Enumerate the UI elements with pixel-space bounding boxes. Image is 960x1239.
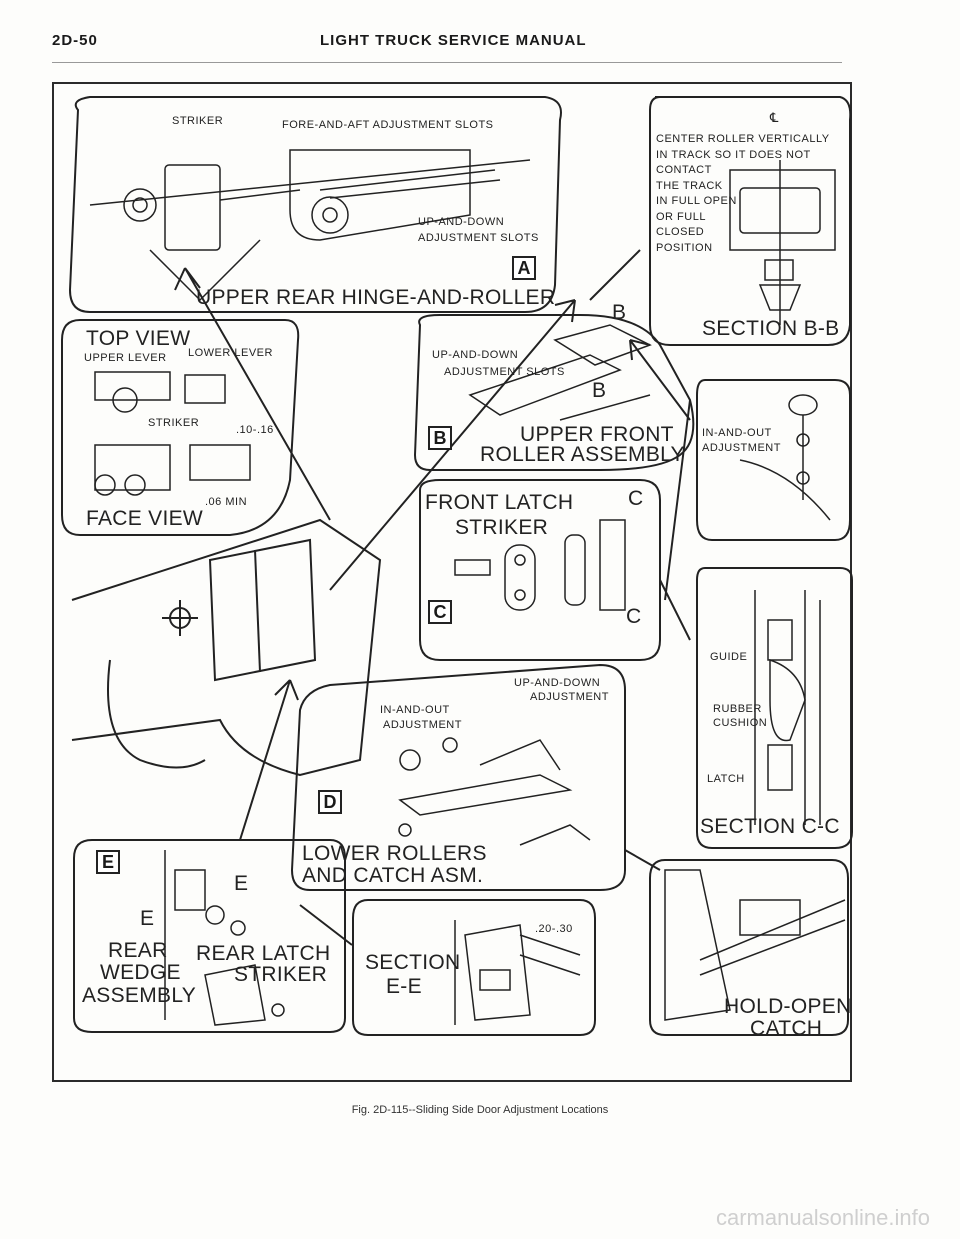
- page-number: 2D-50: [52, 32, 98, 49]
- striker-label-a: STRIKER: [172, 115, 224, 127]
- centerline-symbol: ℄: [770, 110, 779, 125]
- in-out-outline: [696, 379, 851, 541]
- panel-bb-outline: [649, 96, 852, 346]
- panel-badge-e: E: [96, 850, 120, 874]
- panel-c-outline: [419, 479, 661, 661]
- in-out-label-d-1: IN-AND-OUT: [380, 704, 450, 716]
- panel-e-outline: [73, 839, 346, 1033]
- figure-caption: Fig. 2D-115--Sliding Side Door Adjustmen…: [351, 1104, 609, 1116]
- panel-ee-outline: [352, 899, 596, 1036]
- panel-d-title-2: AND CATCH ASM.: [302, 864, 484, 887]
- panel-b-title-2: ROLLER ASSEMBLY: [480, 443, 685, 466]
- in-out-label-upper-2: ADJUSTMENT: [702, 442, 781, 454]
- panel-badge-a: A: [512, 256, 536, 280]
- section-b-mark-top: B: [612, 301, 627, 324]
- assembly-label: ASSEMBLY: [82, 984, 197, 1007]
- section-e-mark-left: E: [140, 907, 155, 930]
- section-ee-title-2: E-E: [386, 975, 422, 998]
- min-dimension: .06 MIN: [205, 496, 248, 508]
- top-view-title: TOP VIEW: [86, 327, 191, 350]
- panel-b-outline: [413, 314, 695, 471]
- section-ee-dimension: .20-.30: [535, 923, 573, 935]
- up-down-label-a-1: UP-AND-DOWN: [418, 216, 505, 228]
- panel-badge-d: D: [318, 790, 342, 814]
- watermark: carmanualsonline.info: [715, 1205, 930, 1230]
- rubber-label: RUBBER: [713, 703, 762, 715]
- in-out-label-d-2: ADJUSTMENT: [383, 719, 462, 731]
- wedge-label: WEDGE: [100, 961, 181, 984]
- in-out-label-upper-1: IN-AND-OUT: [702, 427, 772, 439]
- rear-label: REAR: [108, 939, 168, 962]
- up-down-label-b-2: ADJUSTMENT SLOTS: [444, 366, 565, 378]
- section-bb-note: CENTER ROLLER VERTICALLY IN TRACK SO IT …: [656, 133, 830, 254]
- panel-d-title-1: LOWER ROLLERS: [302, 842, 487, 865]
- lower-lever-label: LOWER LEVER: [188, 347, 273, 359]
- up-down-label-d-1: UP-AND-DOWN: [514, 677, 601, 689]
- manual-title: LIGHT TRUCK SERVICE MANUAL: [320, 32, 587, 49]
- hold-open-label-2: CATCH: [750, 1017, 823, 1040]
- up-down-label-a-2: ADJUSTMENT SLOTS: [418, 232, 539, 244]
- section-ee-title-1: SECTION: [365, 951, 461, 974]
- panel-badge-b: B: [428, 426, 452, 450]
- gap-dimension: .10-.16: [236, 424, 274, 436]
- cushion-label: CUSHION: [713, 717, 768, 729]
- section-c-mark-bottom: C: [626, 605, 642, 628]
- panel-holdopen-outline: [649, 859, 849, 1036]
- section-b-mark-bottom: B: [592, 379, 607, 402]
- panel-cc-outline: [696, 567, 853, 849]
- panel-d-outline: [290, 663, 626, 891]
- section-c-mark-top: C: [628, 487, 644, 510]
- rear-latch-label: REAR LATCH: [196, 942, 331, 965]
- section-cc-title: SECTION C-C: [700, 815, 840, 838]
- striker-label-top: STRIKER: [148, 417, 200, 429]
- panel-b-title-1: UPPER FRONT: [520, 423, 674, 446]
- fore-aft-slots-label: FORE-AND-AFT ADJUSTMENT SLOTS: [282, 119, 494, 131]
- header-rule: [52, 62, 842, 63]
- rear-striker-label: STRIKER: [234, 963, 328, 986]
- upper-lever-label: UPPER LEVER: [84, 352, 167, 364]
- face-view-title: FACE VIEW: [86, 507, 204, 530]
- panel-a-title: UPPER REAR HINGE-AND-ROLLER: [196, 286, 556, 309]
- panel-c-title-2: STRIKER: [455, 516, 549, 539]
- guide-label: GUIDE: [710, 651, 748, 663]
- panel-badge-c: C: [428, 600, 452, 624]
- latch-label: LATCH: [707, 773, 745, 785]
- panel-a-outline: [68, 96, 562, 313]
- section-e-mark-right: E: [234, 872, 249, 895]
- up-down-label-b-1: UP-AND-DOWN: [432, 349, 519, 361]
- up-down-label-d-2: ADJUSTMENT: [530, 691, 609, 703]
- section-bb-title: SECTION B-B: [702, 317, 840, 340]
- top-view-outline: [61, 319, 300, 536]
- hold-open-label-1: HOLD-OPEN: [724, 995, 852, 1018]
- panel-c-title-1: FRONT LATCH: [425, 491, 574, 514]
